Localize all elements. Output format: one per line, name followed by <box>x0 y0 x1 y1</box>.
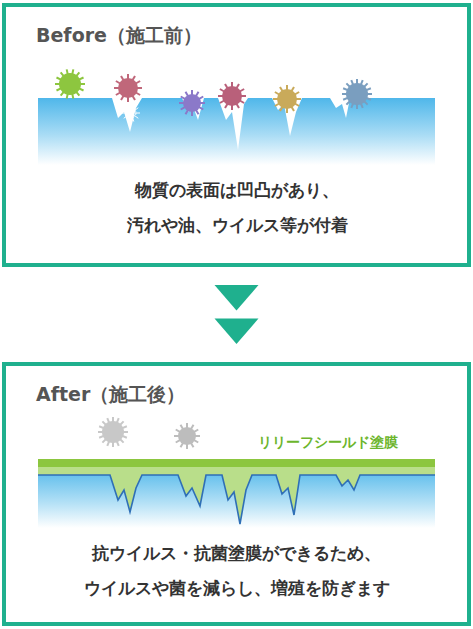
virus-spike <box>134 108 138 111</box>
virus-particle <box>122 104 140 121</box>
virus-body <box>59 73 81 95</box>
virus-particle <box>114 74 142 102</box>
virus-particle <box>55 69 85 98</box>
rough-surface <box>38 98 435 165</box>
virus-body <box>277 89 297 109</box>
surface-profile <box>38 475 435 524</box>
coating-film <box>38 459 435 467</box>
virus-particle <box>218 82 246 110</box>
virus-body <box>183 94 201 112</box>
virus-spike <box>134 115 138 118</box>
virus-spike <box>122 113 127 114</box>
panel-description: 抗ウイルス・抗菌塗膜ができるため、 ウイルスや菌を減らし、増殖を防ぎます <box>82 536 391 606</box>
virus-spike <box>124 108 128 111</box>
virus-particle <box>174 423 200 449</box>
panel-box: After（施工後） 抗ウイルス・抗菌塗膜ができるため、 ウイルスや菌を減らし、増… <box>2 362 471 626</box>
virus-body <box>222 86 242 106</box>
panel-heading: After（施工後） <box>36 382 185 408</box>
virus-body <box>118 78 138 98</box>
virus-particle <box>98 417 128 447</box>
virus-particle <box>179 90 205 116</box>
flow-arrow <box>215 319 259 345</box>
panel-description: 物質の表面は凹凸があり、 汚れや油、ウイルス等が付着 <box>125 173 349 243</box>
flow-arrow <box>215 285 259 311</box>
panel-heading: Before（施工前） <box>36 23 202 49</box>
coating-fill <box>38 459 435 524</box>
virus-body <box>346 83 368 105</box>
virus-body <box>126 108 136 118</box>
virus-body <box>102 421 124 443</box>
coating-label: リリーフシールド塗膜 <box>256 434 400 452</box>
virus-particle <box>342 79 372 109</box>
virus-particle <box>273 85 301 113</box>
virus-body <box>178 427 196 445</box>
panel-box: Before（施工前） 物質の表面は凹凸があり、 汚れや油、ウイルス等が付着 <box>2 3 471 267</box>
